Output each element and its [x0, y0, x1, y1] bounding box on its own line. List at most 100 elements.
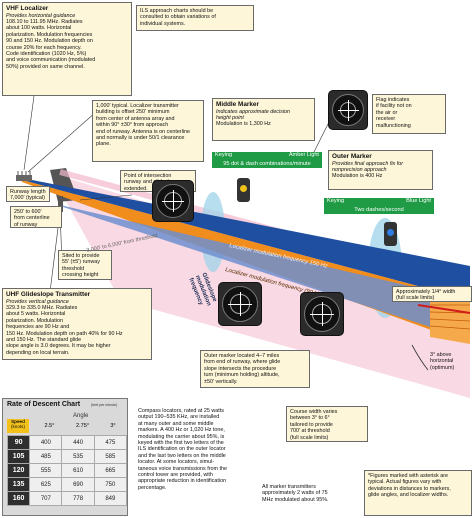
localizer-subtitle: Provides horizontal guidance	[6, 12, 76, 19]
rate-cell: 555	[29, 463, 63, 478]
transmitter-line: and normally is under 50/1 clearance	[96, 135, 185, 142]
localizer-line: 108.10 to 111.95 MHz. Radiates	[6, 18, 83, 25]
asterisk-line: typical. Actual figures vary with	[368, 479, 442, 486]
glideslope-antenna	[58, 196, 63, 212]
rate-cell: 485	[29, 449, 63, 464]
rate-of-descent-chart: Rate of Descent Chart (feet per minute) …	[2, 398, 128, 516]
rate-cell: 778	[61, 491, 95, 506]
glideslope-title: UHF Glideslope Transmitter	[6, 291, 91, 298]
compass-line: percentage.	[138, 484, 167, 491]
glideslope-beam	[60, 205, 470, 340]
ils-charts-note: ILS approach charts should be consulted …	[136, 5, 254, 31]
glideslope-line: about 5 watts. Horizontal	[6, 311, 66, 318]
course-width-line: 700' at threshold	[290, 428, 330, 435]
intersection-line: extended.	[124, 185, 148, 192]
course-width-line: Course width varies	[290, 409, 338, 415]
rate-chart-units: (feet per minute)	[91, 403, 118, 407]
compass-line: locator. At some locators, simul-	[138, 459, 215, 466]
asterisk-line: deviations in distances to markers,	[368, 485, 451, 492]
flag-line: malfunctioning	[376, 122, 411, 129]
middle-marker-title: Middle Marker	[216, 101, 259, 108]
ils-note-line: consulted to obtain variations of	[140, 14, 216, 21]
middle-marker-modulation: Modulation is 1,300 Hz	[216, 121, 271, 128]
ils-note-line: ILS approach charts should be	[140, 8, 214, 14]
rate-chart-title: Rate of Descent Chart	[7, 401, 81, 408]
rate-cell: 707	[29, 491, 63, 506]
localizer-line: Code identification (1020 Hz, 5%)	[6, 50, 87, 57]
amber-light-indicator	[237, 178, 250, 202]
runway-length-line: 7,000' (typical)	[10, 195, 45, 202]
speed-cell: 120	[6, 463, 31, 478]
sited-line: Sited to provide	[62, 253, 100, 259]
compass-line: and the last two letters on the middle	[138, 452, 226, 459]
angle-arc	[411, 344, 429, 371]
compass-line: output 190–535 KHz, are installed	[138, 414, 220, 421]
middle-light-label: Amber Light	[288, 152, 319, 158]
rate-cell: 750	[93, 477, 128, 492]
outer-marker-subtitle: Provides final approach fix for	[332, 160, 404, 167]
localizer-line: 50%) provided on same channel.	[6, 63, 85, 70]
localizer-line: 90 and 150 Hz. Modulation depth on	[6, 38, 93, 45]
marker-power-line: approximately 2 watts of 75	[262, 490, 328, 497]
rate-cell: 665	[93, 463, 128, 478]
transmitter-line: within 90° ±30° from approach	[96, 122, 169, 129]
above-horizontal-line: (optimum)	[430, 364, 455, 371]
asterisk-note: *Figures marked with asterisk are typica…	[364, 470, 472, 516]
outer-marker-modulation: Modulation is 400 Hz	[332, 173, 383, 180]
rate-cell: 440	[61, 435, 95, 450]
intersection-line: runway and glideslope	[124, 179, 178, 186]
om-distance-line: turn (minimum holding) altitude,	[204, 372, 280, 379]
course-width-note: Course width varies between 3° to 6° tai…	[286, 406, 368, 442]
outer-marker-keying: Keying Blue Light Two dashes/second	[324, 198, 434, 214]
compass-line: markers. A 400 Hz or 1,020 Hz tone,	[138, 427, 225, 434]
ils-note-line: individual systems.	[140, 20, 186, 27]
width-arrow	[417, 304, 471, 314]
transmitter-line: 1,000' typical. Localizer transmitter	[96, 103, 179, 109]
cdi-gauge-lower-right	[300, 292, 344, 336]
flag-line: receiver	[376, 116, 396, 123]
glideslope-line: polarization. Modulation	[6, 317, 63, 324]
outer-keying-pattern: Two dashes/second	[354, 207, 404, 213]
glideslope-line: depending on local terrain.	[6, 349, 70, 356]
course-width-line: tailored to provide	[290, 421, 333, 428]
compass-line: taneous voice transmissions from the	[138, 465, 227, 472]
om-distance-line: from end of runway, where glide	[204, 359, 281, 366]
sited-note: Sited to provide 55' (±5') runway thresh…	[58, 250, 112, 280]
angle-col-1: 2.5°	[44, 423, 55, 429]
course-width-line: between 3° to 6°	[290, 415, 330, 422]
flag-line: Flag indicates	[376, 97, 410, 103]
sited-line: threshold	[62, 265, 85, 272]
width-note: Approximately 1/4° width (full scale lim…	[392, 286, 472, 302]
amber-lamp-icon	[240, 185, 247, 192]
marker-power-line: MHz modulated about 95%.	[262, 496, 329, 503]
cdi-gauge-center	[152, 180, 194, 222]
outer-keying-label: Keying	[327, 198, 345, 204]
om-distance-line: slope intersects the procedure	[204, 365, 277, 372]
flag-note: Flag indicates if facility not on the ai…	[372, 94, 446, 134]
rate-cell: 690	[61, 477, 95, 492]
above-horizontal-line: 3° above	[430, 352, 452, 358]
sited-line: crossing height	[62, 272, 99, 279]
rate-cell: 585	[93, 449, 128, 464]
above-horizontal-line: horizontal	[430, 358, 454, 365]
compass-line: keyed with the first two letters of the	[138, 440, 224, 447]
glideslope-line: 150 Hz. Modulation depth on path 40% for…	[6, 330, 123, 337]
speed-header-units: (knots)	[10, 424, 26, 429]
rate-cell: 535	[61, 449, 95, 464]
compass-line: appropriate reduction in identification	[138, 478, 227, 485]
width-line: Approximately 1/4° width	[396, 289, 456, 295]
offset-line: 250' to 600'	[14, 209, 42, 215]
outer-marker-box: Outer Marker Provides final approach fix…	[328, 150, 433, 190]
localizer-info-box: VHF Localizer Provides horizontal guidan…	[2, 2, 132, 96]
rate-cell: 400	[29, 435, 63, 450]
middle-marker-subtitle: Indicates approximate decision	[216, 108, 291, 115]
intersection-line: Point of intersection	[124, 173, 172, 179]
marker-power-line: All marker transmitters	[262, 484, 316, 490]
outer-marker-title: Outer Marker	[332, 153, 372, 160]
blue-lamp-icon	[387, 229, 394, 236]
middle-keying-label: Keying	[215, 152, 233, 158]
